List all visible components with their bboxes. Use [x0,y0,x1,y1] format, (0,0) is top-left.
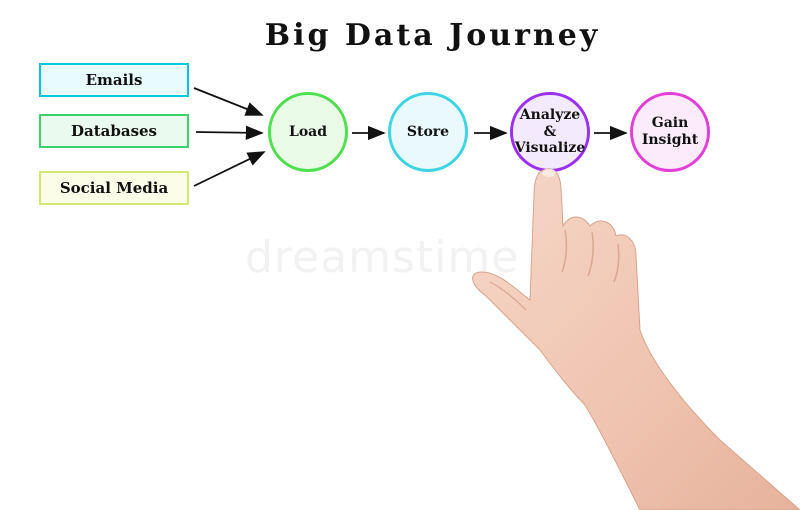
source-label-social-media: Social Media [59,179,169,197]
step-analyze-visualize-circle: Analyze & Visualize [510,92,590,172]
source-label-databases: Databases [70,122,157,140]
source-box-emails: Emails [39,63,189,97]
step-store-label: Store [406,123,450,140]
step-store-circle: Store [388,92,468,172]
source-box-social-media: Social Media [39,171,189,205]
step-analyze-visualize-label: Analyze & Visualize [514,106,586,157]
step-gain-insight-circle: Gain Insight [630,92,710,172]
source-label-emails: Emails [85,71,143,89]
source-box-databases: Databases [39,114,189,148]
step-load-label: Load [288,123,328,140]
step-gain-insight-label: Gain Insight [641,115,699,148]
step-load-circle: Load [268,92,348,172]
watermark: dreamstime [245,232,520,283]
diagram-title: Big Data Journey [264,18,601,53]
